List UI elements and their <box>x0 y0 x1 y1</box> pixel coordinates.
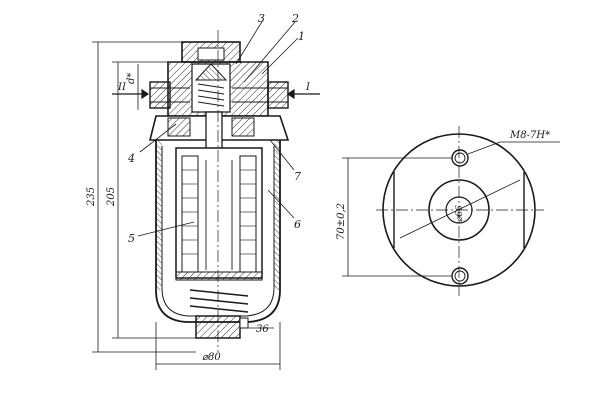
thread-label: M8-7H* <box>509 130 550 141</box>
callout-1: 1 <box>298 30 305 43</box>
section-mark-1: I <box>305 82 311 93</box>
section-view <box>148 30 290 352</box>
callout-3: 3 <box>258 12 265 25</box>
filter-mesh <box>182 169 256 255</box>
bottom-dimensions <box>155 322 281 370</box>
dim-overall-height: 235 <box>86 187 97 207</box>
callout-5: 5 <box>128 232 135 245</box>
callout-4: 4 <box>127 152 135 165</box>
callout-6: 6 <box>294 218 301 231</box>
dim-bolt-spacing: 70±0,2 <box>336 203 347 240</box>
section-mark-2: II <box>117 82 127 93</box>
callout-7: 7 <box>294 170 301 183</box>
callout-leaders <box>137 19 299 237</box>
plan-view <box>376 126 544 296</box>
plan-dimensions <box>342 141 560 277</box>
height-dimensions <box>92 41 196 353</box>
dim-bottom-diameter: ⌀80 <box>202 352 221 363</box>
port-diameter-label: d* <box>126 73 137 84</box>
dim-drain-plug: 36 <box>256 324 269 335</box>
dim-height-205: 205 <box>106 187 117 207</box>
callout-2: 2 <box>291 12 299 25</box>
dim-bore: ⌀66 <box>455 205 465 222</box>
